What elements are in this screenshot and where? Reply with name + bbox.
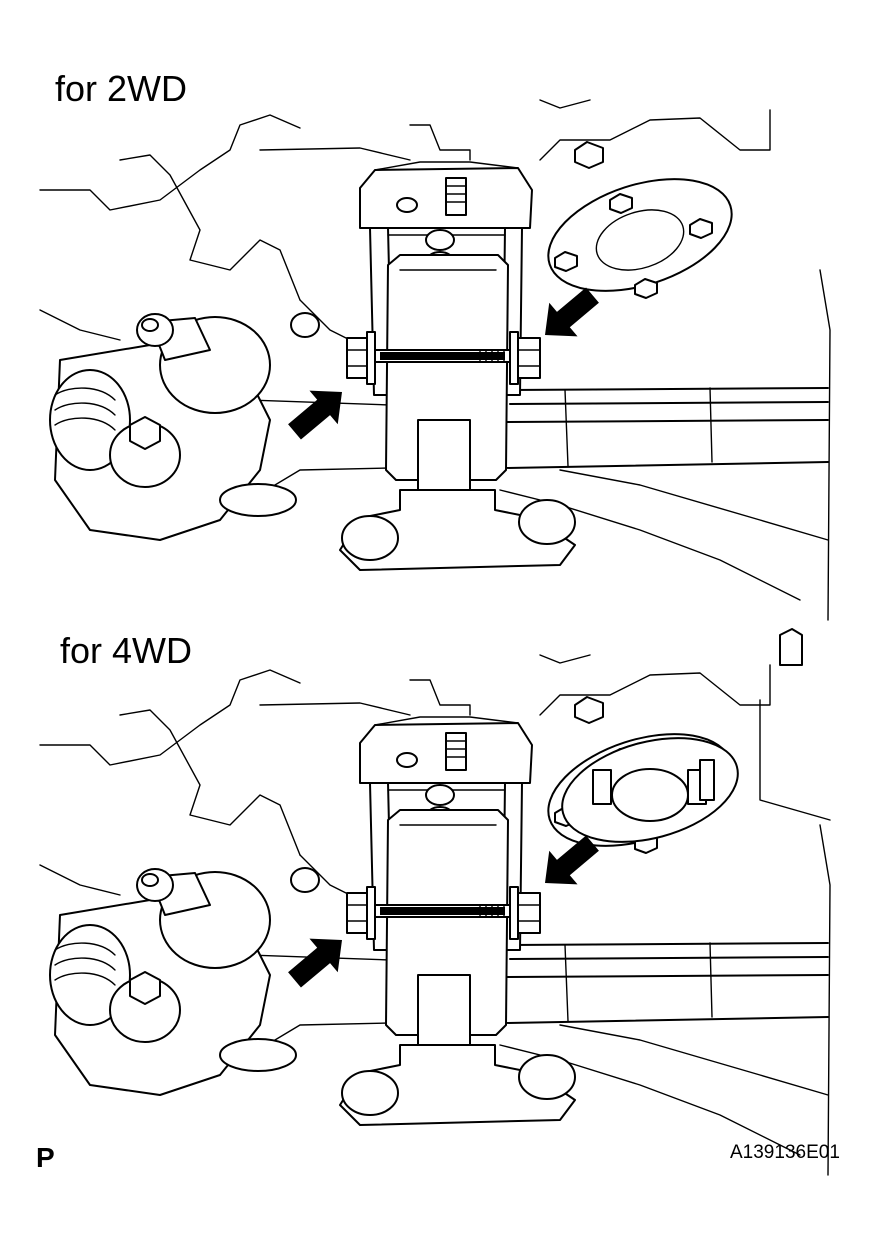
panel-label-4wd: for 4WD [60,630,193,671]
arrow-icon [280,375,357,449]
corner-mark: P [36,1142,55,1173]
figure-id: A139136E01 [730,1142,840,1163]
panel-4wd-drawing [39,628,831,1176]
arrow-icon [280,923,357,997]
panel-2wd-drawing [39,99,831,621]
panel-label-2wd: for 2WD [55,68,188,109]
